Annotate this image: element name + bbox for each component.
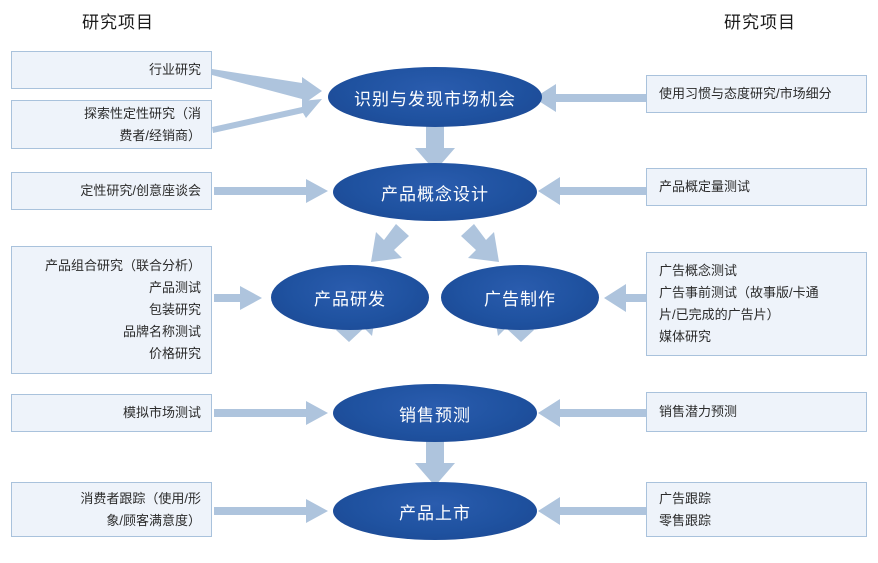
right-box-line: 广告事前测试（故事版/卡通 bbox=[659, 285, 819, 300]
stage-sales-forecast[interactable]: 销售预测 bbox=[333, 384, 537, 442]
arrow-right2-to-stage2 bbox=[538, 177, 646, 205]
right-box-line: 零售跟踪 bbox=[659, 512, 712, 528]
right-box-line: 媒体研究 bbox=[659, 329, 712, 344]
right-box-line: 广告跟踪 bbox=[659, 490, 712, 506]
arrow-left4-to-stage3a bbox=[214, 286, 262, 310]
stage-product-development[interactable]: 产品研发 bbox=[271, 265, 429, 330]
arrow-left5-to-stage4 bbox=[214, 401, 328, 425]
left-box-line: 产品组合研究（联合分析） bbox=[44, 258, 201, 273]
right-box-line: 产品概定量测试 bbox=[659, 179, 751, 194]
left-box-qualitative-focus-group[interactable]: 定性研究/创意座谈会 bbox=[11, 172, 212, 210]
right-box-line: 广告概念测试 bbox=[659, 263, 738, 278]
arrow-stage2-to-stage3b bbox=[461, 224, 499, 262]
arrow-left6-to-stage5 bbox=[214, 499, 328, 523]
left-box-product-mix-research[interactable]: 产品组合研究（联合分析） 产品测试 包装研究 品牌名称测试 价格研究 bbox=[11, 246, 212, 374]
left-box-exploratory-qualitative[interactable]: 探索性定性研究（消 费者/经销商） bbox=[11, 100, 212, 149]
left-box-line: 包装研究 bbox=[148, 302, 201, 317]
arrow-stage2-to-stage3a bbox=[371, 224, 409, 262]
right-box-line: 使用习惯与态度研究/市场细分 bbox=[659, 86, 832, 101]
arrow-left1-to-stage1 bbox=[212, 69, 322, 105]
right-box-usage-attitude-study[interactable]: 使用习惯与态度研究/市场细分 bbox=[646, 75, 867, 113]
right-box-tracking[interactable]: 广告跟踪 零售跟踪 bbox=[646, 482, 867, 537]
right-column-header: 研究项目 bbox=[724, 13, 796, 32]
left-box-line: 定性研究/创意座谈会 bbox=[80, 183, 201, 198]
left-column-header: 研究项目 bbox=[82, 13, 154, 32]
right-box-line: 片/已完成的广告片） bbox=[659, 307, 780, 322]
left-box-consumer-tracking[interactable]: 消费者跟踪（使用/形 象/顾客满意度） bbox=[11, 482, 212, 537]
arrow-left3-to-stage2 bbox=[214, 179, 328, 203]
left-box-industry-research[interactable]: 行业研究 bbox=[11, 51, 212, 89]
left-box-line: 行业研究 bbox=[148, 62, 201, 77]
left-box-line: 品牌名称测试 bbox=[122, 324, 201, 339]
left-box-simulated-market-test[interactable]: 模拟市场测试 bbox=[11, 394, 212, 432]
left-box-line: 探索性定性研究（消 bbox=[83, 105, 201, 121]
left-box-line: 费者/经销商） bbox=[119, 127, 201, 143]
stage-identify-market-opportunity[interactable]: 识别与发现市场机会 bbox=[328, 67, 542, 127]
arrow-right3-to-stage3b bbox=[604, 284, 646, 312]
left-box-line: 产品测试 bbox=[148, 280, 201, 295]
stage-advertising-production[interactable]: 广告制作 bbox=[441, 265, 599, 330]
left-box-line: 模拟市场测试 bbox=[122, 405, 201, 420]
arrow-right1-to-stage1 bbox=[534, 84, 646, 112]
arrow-stage4-to-stage5 bbox=[415, 441, 455, 486]
stage-product-launch[interactable]: 产品上市 bbox=[333, 482, 537, 540]
arrow-left2-to-stage1 bbox=[212, 99, 322, 133]
left-box-line: 象/顾客满意度） bbox=[106, 512, 201, 528]
left-box-line: 消费者跟踪（使用/形 bbox=[80, 490, 201, 506]
right-box-sales-potential-forecast[interactable]: 销售潜力预测 bbox=[646, 392, 867, 432]
arrow-right4-to-stage4 bbox=[538, 399, 646, 427]
left-box-line: 价格研究 bbox=[148, 346, 201, 361]
arrow-right5-to-stage5 bbox=[538, 497, 646, 525]
right-box-line: 销售潜力预测 bbox=[659, 404, 738, 419]
right-box-concept-quant-test[interactable]: 产品概定量测试 bbox=[646, 168, 867, 206]
stage-product-concept-design[interactable]: 产品概念设计 bbox=[333, 163, 537, 221]
right-box-advertising-tests[interactable]: 广告概念测试 广告事前测试（故事版/卡通 片/已完成的广告片） 媒体研究 bbox=[646, 252, 867, 356]
